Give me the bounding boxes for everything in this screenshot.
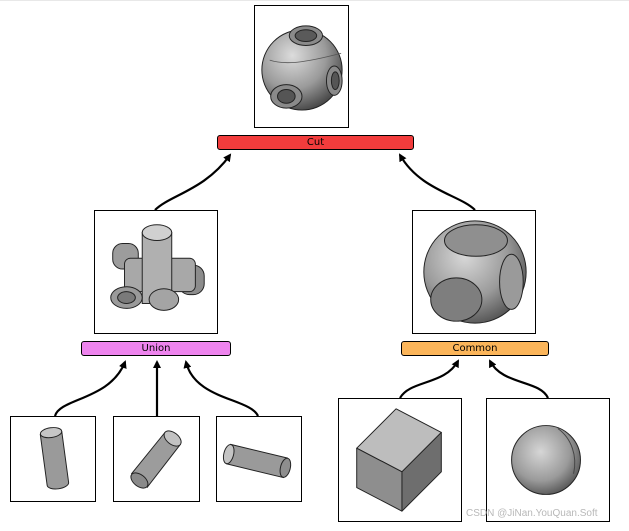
sphere-icon bbox=[511, 425, 581, 495]
common-result-box bbox=[412, 210, 536, 334]
watermark: CSDN @JiNan.YouQuan.Soft bbox=[466, 508, 598, 519]
arrow-cyl1-to-union bbox=[53, 360, 127, 417]
arrow-common-to-cut bbox=[399, 153, 476, 211]
input-cube-box bbox=[338, 398, 462, 522]
cube-sphere-intersection-icon bbox=[423, 220, 527, 324]
cube-icon bbox=[356, 408, 442, 512]
input-cylinder-2-box bbox=[113, 416, 200, 502]
cut-label: Cut bbox=[217, 135, 414, 150]
common-label: Common bbox=[401, 341, 549, 356]
top-border bbox=[0, 0, 629, 1]
input-cylinder-1-box bbox=[10, 416, 96, 502]
input-sphere-box bbox=[486, 398, 610, 522]
cut-result-box bbox=[254, 5, 349, 128]
arrow-cube-to-common bbox=[399, 359, 459, 399]
tilted-cylinder-icon bbox=[130, 430, 182, 489]
sphere-with-holes-icon bbox=[261, 25, 343, 111]
arrow-union-to-cut bbox=[154, 153, 232, 211]
cross-of-cylinders-icon bbox=[110, 224, 205, 311]
vertical-cylinder-icon bbox=[39, 427, 70, 490]
input-cylinder-3-box bbox=[216, 416, 302, 502]
union-label: Union bbox=[81, 341, 231, 356]
arrow-sphere-to-common bbox=[489, 359, 550, 399]
arrow-cyl3-to-union bbox=[183, 360, 260, 417]
horizontal-cylinder-icon bbox=[222, 443, 292, 479]
union-result-box bbox=[94, 210, 218, 334]
